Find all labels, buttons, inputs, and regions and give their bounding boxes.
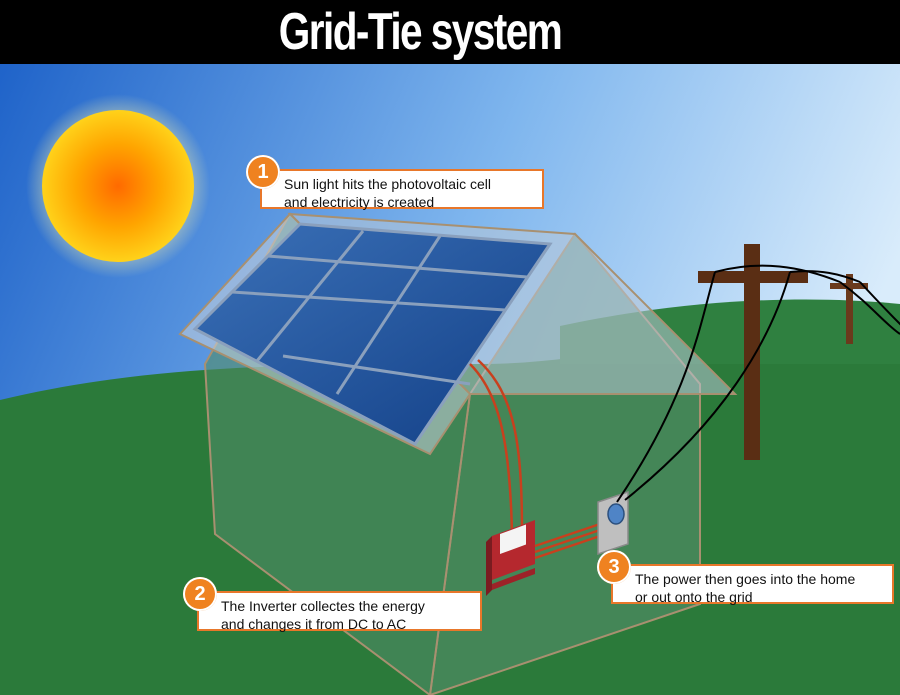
solar-panel-icon [192, 222, 553, 446]
power-lines [616, 264, 900, 503]
title-bar: Grid-Tie system [0, 0, 900, 64]
meter-icon [597, 490, 629, 556]
inverter-icon [486, 520, 535, 596]
callout-step-3: The power then goes into the home or out… [611, 564, 894, 605]
callout-step-2-line1: The Inverter collectes the energy [221, 598, 425, 614]
panel-wires [469, 359, 524, 535]
callout-step-2-line2: and changes it from DC to AC [221, 616, 407, 632]
callout-step-1-line1: Sun light hits the photovoltaic cell [284, 176, 492, 192]
utility-pole-icon [698, 244, 868, 460]
badge-step-2: 2 [183, 577, 217, 611]
page-title: Grid-Tie system [278, 3, 563, 61]
callout-step-3-line1: The power then goes into the home [635, 571, 856, 587]
badge-step-3: 3 [597, 550, 631, 584]
inverter-meter-wires [534, 522, 601, 560]
badge-step-1: 1 [246, 155, 280, 189]
callout-step-2: The Inverter collectes the energy and ch… [197, 591, 482, 632]
callout-step-1: Sun light hits the photovoltaic cell and… [260, 169, 544, 210]
callout-step-1-line2: and electricity is created [284, 194, 435, 210]
callout-step-3-line2: or out onto the grid [635, 589, 753, 605]
sun-icon [26, 94, 210, 278]
